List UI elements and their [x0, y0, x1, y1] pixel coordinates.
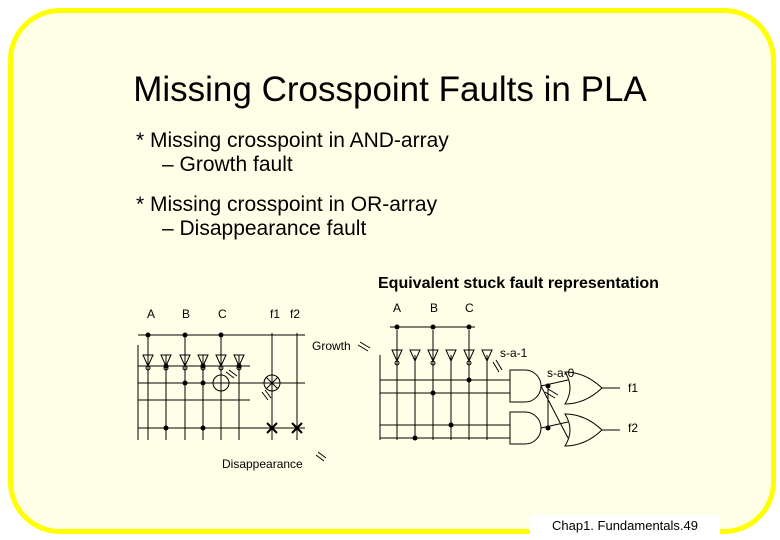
bullet-disappearance-fault: – Disappearance fault [162, 217, 367, 240]
sa0-arrow-icon [544, 388, 559, 399]
sa0-label: s-a-0 [547, 366, 575, 380]
crosspoint-dots [145, 324, 551, 441]
right-input-b-label: B [430, 301, 438, 315]
growth-label: Growth [312, 339, 351, 353]
disappearance-arrow-icon [315, 451, 327, 462]
or-gate-f2 [564, 413, 603, 447]
right-output-f1-label: f1 [628, 381, 638, 395]
or-array-crosspoint-marker [263, 374, 281, 392]
disappearance-label: Disappearance [222, 457, 303, 471]
right-output-f2-label: f2 [628, 421, 638, 435]
disappearance-x-marks [266, 422, 303, 434]
right-inverters [391, 349, 493, 366]
left-output-f2-label: f2 [290, 307, 300, 321]
left-input-b-label: B [182, 307, 190, 321]
right-input-a-label: A [393, 301, 401, 315]
sa1-arrow-icon [492, 359, 503, 373]
slide-footer: Chap1. Fundamentals.49 [530, 515, 720, 540]
and-gate-2 [509, 411, 542, 445]
growth-arrow-icon [357, 341, 371, 352]
or-gate-f1 [564, 371, 603, 405]
slide-title: Missing Crosspoint Faults in PLA [133, 70, 647, 109]
right-pla-rows [380, 326, 510, 439]
bullet-and-array: * Missing crosspoint in AND-array [136, 129, 449, 152]
right-pla-columns [379, 330, 488, 440]
equivalent-representation-heading: Equivalent stuck fault representation [378, 275, 659, 292]
left-input-a-label: A [147, 307, 155, 321]
growth-fault-marker [212, 374, 230, 392]
left-pla-columns [137, 333, 298, 440]
bullet-or-array: * Missing crosspoint in OR-array [136, 193, 438, 216]
bullet-growth-fault: – Growth fault [162, 153, 293, 176]
slide-frame [8, 8, 776, 534]
left-output-f1-label: f1 [270, 307, 280, 321]
sa1-label: s-a-1 [500, 346, 528, 360]
right-input-c-label: C [465, 301, 474, 315]
left-input-c-label: C [218, 307, 227, 321]
left-inverters [142, 354, 245, 371]
and-gate-1 [509, 369, 542, 403]
